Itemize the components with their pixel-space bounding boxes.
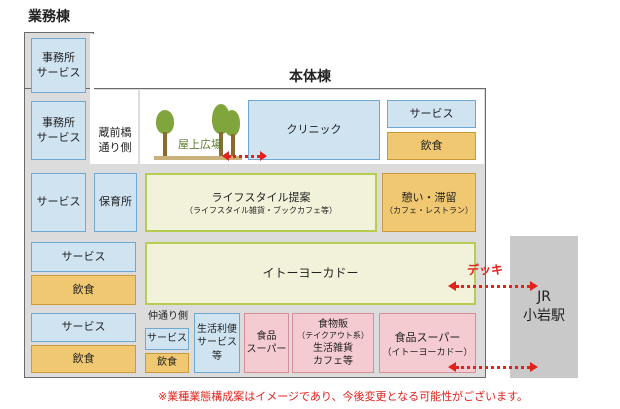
deck-label: デッキ xyxy=(467,263,504,277)
tree-icon xyxy=(152,100,178,160)
floor1-food-box: 飲食 xyxy=(31,345,136,373)
clinic-box: クリニック xyxy=(248,100,380,160)
roof-connection-arrow xyxy=(228,155,260,158)
floor1-service-box: サービス xyxy=(31,313,136,342)
food-supermarket-box: 食品スーパー （イトーヨーカドー） xyxy=(379,313,476,373)
kuramaebashi-side-label: 蔵前橋 通り側 xyxy=(98,126,132,154)
food-supermarket-sub-label: （イトーヨーカドー） xyxy=(382,347,473,358)
floor3-service-box: サービス xyxy=(31,173,86,232)
lifestyle-sub-label: （ライフスタイル雑貨・ブックカフェ等） xyxy=(185,206,337,215)
ito-yokado-box: イトーヨーカドー xyxy=(145,242,476,305)
main-wing-title: 本体棟 xyxy=(289,69,331,85)
jr-koiwa-station: JR 小岩駅 xyxy=(510,236,578,378)
rest-cafe-box: 憩い・滞留 （カフェ・レストラン） xyxy=(382,173,476,232)
deck-upper-arrow-right-head xyxy=(530,281,538,291)
naka-street-side-label: 仲通り側 xyxy=(148,311,188,323)
business-wing-title: 業務棟 xyxy=(28,9,70,25)
deck-lower-arrow xyxy=(456,366,530,369)
roof-service-box: サービス xyxy=(387,100,476,128)
tree-icon xyxy=(210,100,242,160)
floor2-food-box: 飲食 xyxy=(31,275,136,305)
lifestyle-label: ライフスタイル提案 xyxy=(211,191,311,204)
deck-lower-arrow-left-head xyxy=(448,362,456,372)
arrow-right-head xyxy=(260,151,267,161)
deck-lower-arrow-right-head xyxy=(530,362,538,372)
business-wing-gap xyxy=(90,34,94,90)
naka-food-box: 飲食 xyxy=(145,353,189,373)
food-goods-label-2: 生活雑貨 カフェ等 xyxy=(313,342,353,367)
disclaimer-note: ※業種業態構成案はイメージであり、今後変更となる可能性がございます。 xyxy=(158,390,529,403)
life-service-box: 生活利便 サービス 等 xyxy=(194,313,240,373)
deck-upper-arrow xyxy=(456,285,530,288)
rest-sub-label: （カフェ・レストラン） xyxy=(385,206,473,215)
roof-food-box: 飲食 xyxy=(387,132,476,160)
food-super-small-box: 食品 スーパー xyxy=(244,313,289,373)
food-supermarket-label: 食品スーパー xyxy=(394,330,461,344)
deck-upper-arrow-left-head xyxy=(448,281,456,291)
arrow-left-head xyxy=(222,151,229,161)
floor2-service-box: サービス xyxy=(31,242,136,272)
rooftop-garden: 屋上広場 xyxy=(148,100,246,160)
rest-label: 憩い・滞留 xyxy=(401,191,457,204)
rooftop-garden-label: 屋上広場 xyxy=(178,137,222,151)
lifestyle-box: ライフスタイル提案 （ライフスタイル雑貨・ブックカフェ等） xyxy=(145,173,377,232)
food-goods-sub-label: （テイクアウト系） xyxy=(297,331,369,341)
food-goods-box: 食物販 （テイクアウト系） 生活雑貨 カフェ等 xyxy=(292,313,374,373)
food-goods-label: 食物販 xyxy=(318,319,348,331)
side-corridor xyxy=(90,90,138,164)
nursery-box: 保育所 xyxy=(94,173,137,232)
office-service-box-2: 事務所 サービス xyxy=(31,101,86,160)
office-service-box-1: 事務所 サービス xyxy=(31,38,86,93)
naka-service-box: サービス xyxy=(145,328,189,350)
